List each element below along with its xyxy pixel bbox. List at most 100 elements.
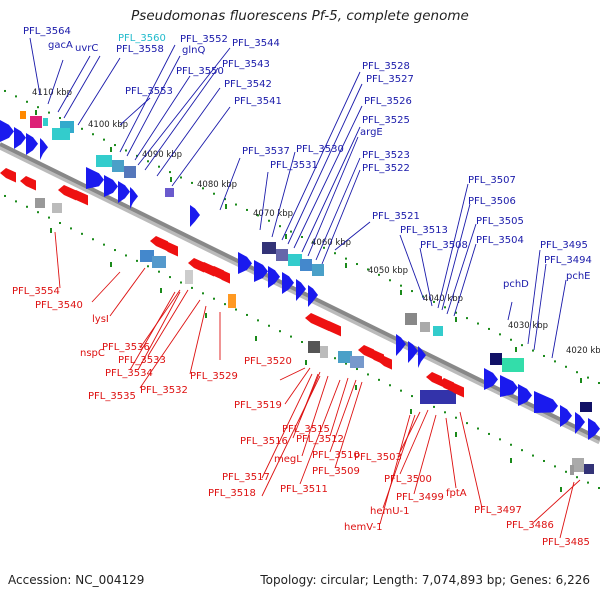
track-dot	[279, 225, 281, 228]
track-tick	[455, 432, 457, 437]
reverse-gene-label: PFL_3499	[396, 492, 444, 503]
forward-label-connector	[259, 171, 269, 231]
track-dot	[213, 297, 215, 300]
forward-label-connector	[315, 157, 361, 261]
reverse-gene-arrow	[216, 270, 230, 284]
kbp-tick-label: 4020 kbp	[566, 346, 600, 356]
track-dot	[224, 303, 226, 306]
reverse-label-connector	[139, 299, 201, 389]
track-tick	[355, 385, 357, 390]
reverse-label-connector	[299, 379, 341, 485]
forward-label-connector	[399, 234, 425, 301]
tick-track-top	[4, 89, 600, 385]
genome-summary-text: Topology: circular; Length: 7,074,893 bp…	[260, 573, 590, 587]
track-dot	[433, 405, 435, 408]
reverse-label-connector	[189, 305, 207, 375]
track-dot	[136, 259, 138, 262]
track-tick	[580, 378, 582, 383]
track-dot	[158, 270, 160, 273]
track-dot	[532, 349, 534, 352]
gene-block	[52, 203, 62, 213]
reverse-gene-label: PFL_3517	[222, 472, 270, 483]
gene-block	[30, 116, 42, 128]
track-tick	[400, 290, 402, 295]
forward-gene-label: PFL_3526	[364, 96, 412, 107]
reverse-gene-label: PFL_3486	[506, 520, 554, 531]
track-dot	[246, 313, 248, 316]
forward-label-connector	[144, 67, 219, 171]
accession-text: Accession: NC_004129	[8, 573, 145, 587]
track-dot	[136, 154, 138, 157]
forward-gene-label: PFL_3513	[400, 225, 448, 236]
gene-block	[420, 390, 456, 404]
gene-block	[300, 259, 312, 271]
reverse-label-connector	[301, 375, 329, 457]
gene-block	[52, 128, 70, 140]
reverse-gene-label: PFL_3500	[384, 474, 432, 485]
forward-gene-arrow	[308, 285, 318, 307]
reverse-label-connector	[413, 414, 437, 495]
track-dot	[565, 470, 567, 473]
reverse-gene-label: PFL_3510	[312, 450, 360, 461]
track-dot	[15, 95, 17, 98]
track-dot	[81, 127, 83, 130]
track-dot	[257, 319, 259, 322]
track-tick	[560, 487, 562, 492]
track-dot	[345, 257, 347, 260]
reverse-gene-label: PFL_3485	[542, 537, 590, 548]
forward-label-connector	[334, 221, 371, 251]
forward-label-connector	[63, 55, 101, 119]
track-dot	[400, 389, 402, 392]
gene-block	[308, 341, 320, 353]
gene-block	[405, 313, 417, 325]
map-title: Pseudomonas fluorescens Pf-5, complete g…	[131, 8, 469, 24]
forward-gene-label: PFL_3504	[476, 235, 524, 246]
reverse-label-connector	[379, 414, 411, 525]
forward-label-connector	[57, 55, 91, 113]
tick-track-bottom	[4, 194, 600, 492]
track-tick	[205, 313, 207, 318]
track-dot	[4, 194, 6, 197]
reverse-label-connector	[129, 291, 176, 371]
track-dot	[466, 317, 468, 320]
track-dot	[37, 106, 39, 109]
forward-label-connector	[446, 223, 477, 315]
forward-gene-arrow	[118, 181, 130, 203]
track-dot	[510, 338, 512, 341]
reverse-label-connector	[329, 379, 357, 453]
forward-gene-label: PFL_3506	[468, 196, 516, 207]
track-dot	[521, 449, 523, 452]
reverse-gene-label: PFL_3534	[105, 368, 153, 379]
reverse-label-connector	[147, 289, 189, 357]
track-dot	[59, 117, 61, 120]
track-dot	[301, 235, 303, 238]
track-dot	[389, 279, 391, 282]
track-tick	[110, 262, 112, 267]
track-dot	[224, 198, 226, 201]
reverse-gene-arrow	[198, 262, 214, 277]
reverse-gene-label: PFL_3554	[12, 286, 60, 297]
reverse-gene-label: lysI	[92, 314, 109, 325]
gene-block	[112, 160, 124, 172]
forward-gene-label: PFL_3542	[224, 79, 272, 90]
forward-label-connector	[301, 126, 361, 253]
kbp-tick-label: 4050 kbp	[368, 266, 408, 276]
track-dot	[301, 340, 303, 343]
track-dot	[323, 246, 325, 249]
reverse-label-connector	[399, 409, 429, 475]
forward-gene-label: PFL_3552	[180, 34, 228, 45]
gene-block	[338, 351, 352, 363]
kbp-tick-label: 4070 kbp	[253, 209, 293, 219]
track-dot	[191, 286, 193, 289]
gene-block	[276, 249, 288, 261]
forward-gene-label: PFL_3558	[116, 44, 164, 55]
reverse-gene-arrow	[188, 258, 204, 273]
track-dot	[103, 138, 105, 141]
forward-gene-label: PFL_3527	[366, 74, 414, 85]
track-dot	[202, 187, 204, 190]
forward-gene-label: PFL_3507	[468, 175, 516, 186]
gene-block	[262, 242, 276, 254]
forward-gene-label: PFL_3521	[372, 211, 420, 222]
track-dot	[345, 362, 347, 365]
